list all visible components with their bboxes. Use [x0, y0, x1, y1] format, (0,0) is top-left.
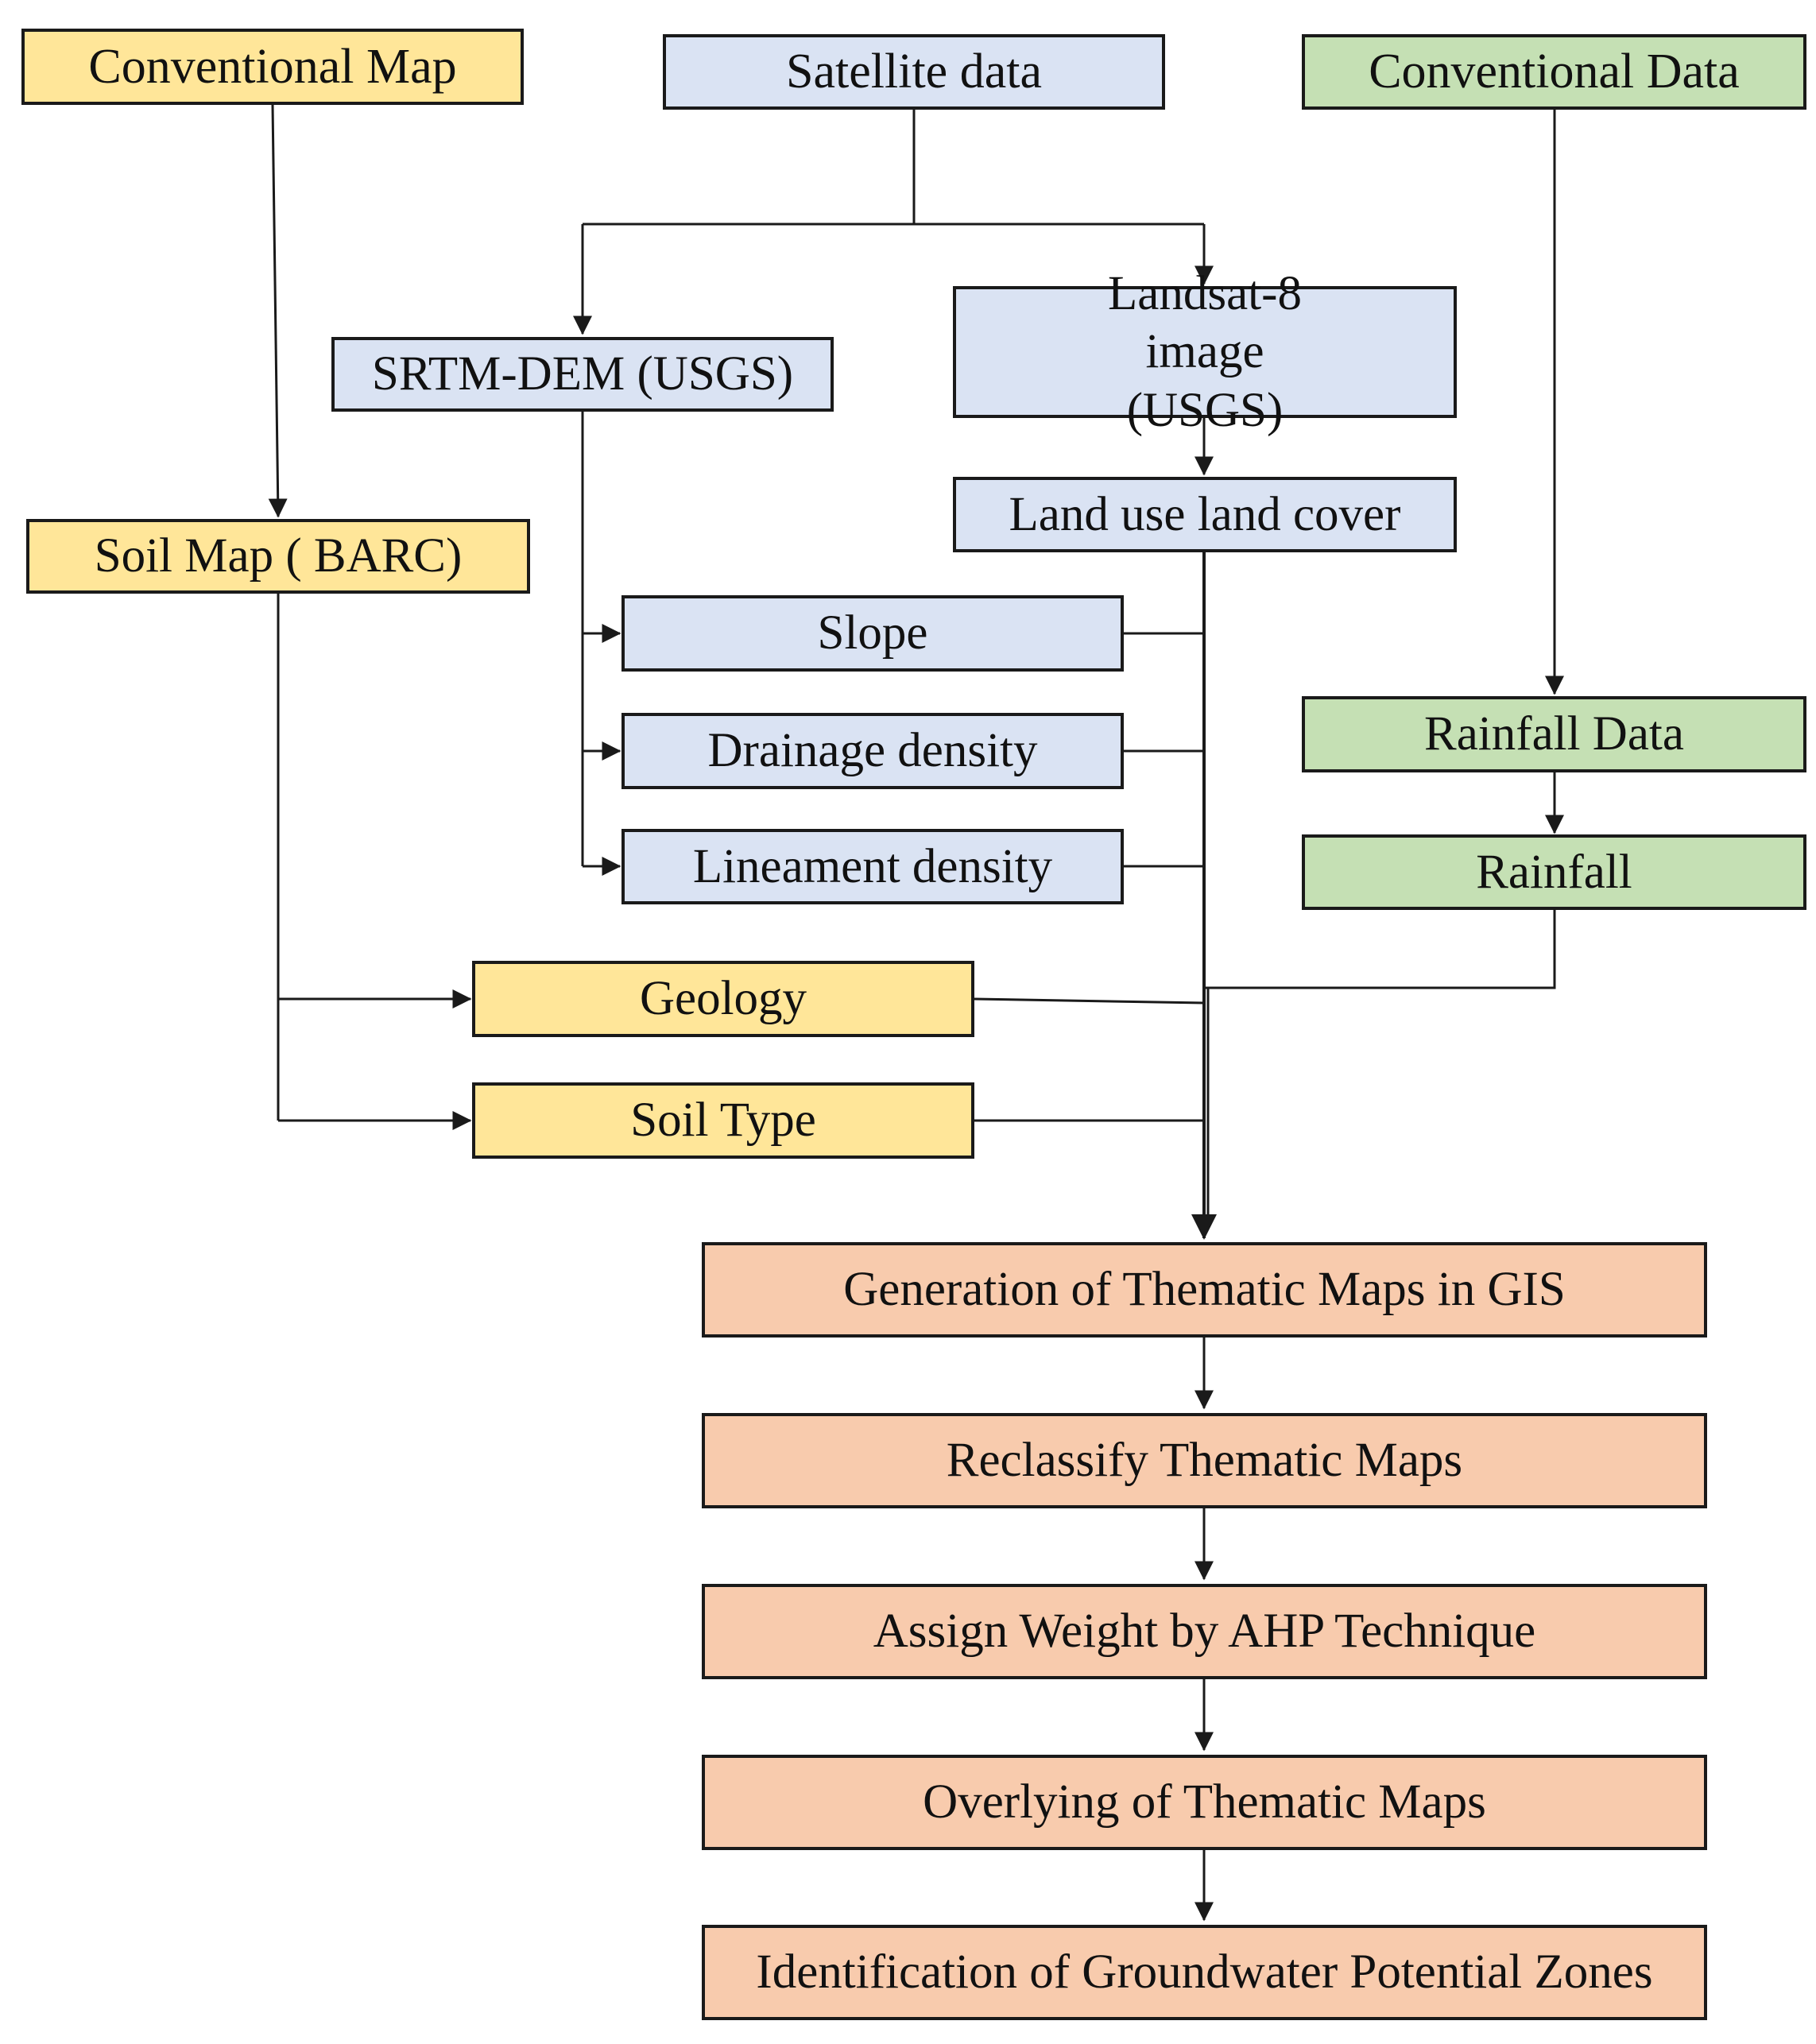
drainage-density-box: Drainage density	[621, 713, 1124, 789]
line-satellite-split	[583, 110, 1204, 226]
rainfall-box: Rainfall	[1302, 834, 1806, 910]
assign-weight-ahp-box: Assign Weight by AHP Technique	[702, 1584, 1707, 1679]
conventional-map-box: Conventional Map	[21, 29, 524, 105]
generation-thematic-maps-box: Generation of Thematic Maps in GIS	[702, 1242, 1707, 1338]
conventional-data-box: Conventional Data	[1302, 34, 1806, 110]
line-rainfall-to-collector	[1204, 910, 1556, 989]
rainfall-data-box: Rainfall Data	[1302, 696, 1806, 772]
geology-box: Geology	[472, 961, 974, 1037]
slope-box: Slope	[621, 595, 1124, 672]
line-geology-to-collector	[974, 997, 1205, 1005]
reclassify-thematic-maps-box: Reclassify Thematic Maps	[702, 1413, 1707, 1508]
arrow-convmap-to-soilmap	[268, 104, 288, 518]
soil-type-box: Soil Type	[472, 1082, 974, 1159]
lineament-density-box: Lineament density	[621, 829, 1124, 904]
soil-map-box: Soil Map ( BARC)	[26, 519, 530, 594]
satellite-data-box: Satellite data	[663, 34, 1165, 110]
overlying-thematic-maps-box: Overlying of Thematic Maps	[702, 1755, 1707, 1850]
land-use-land-cover-box: Land use land cover	[953, 477, 1457, 552]
identification-groundwater-zones-box: Identification of Groundwater Potential …	[702, 1925, 1707, 2020]
landsat-image-box: Landsat-8 image (USGS)	[953, 267, 1457, 437]
srtm-dem-box: SRTM-DEM (USGS)	[331, 337, 834, 412]
